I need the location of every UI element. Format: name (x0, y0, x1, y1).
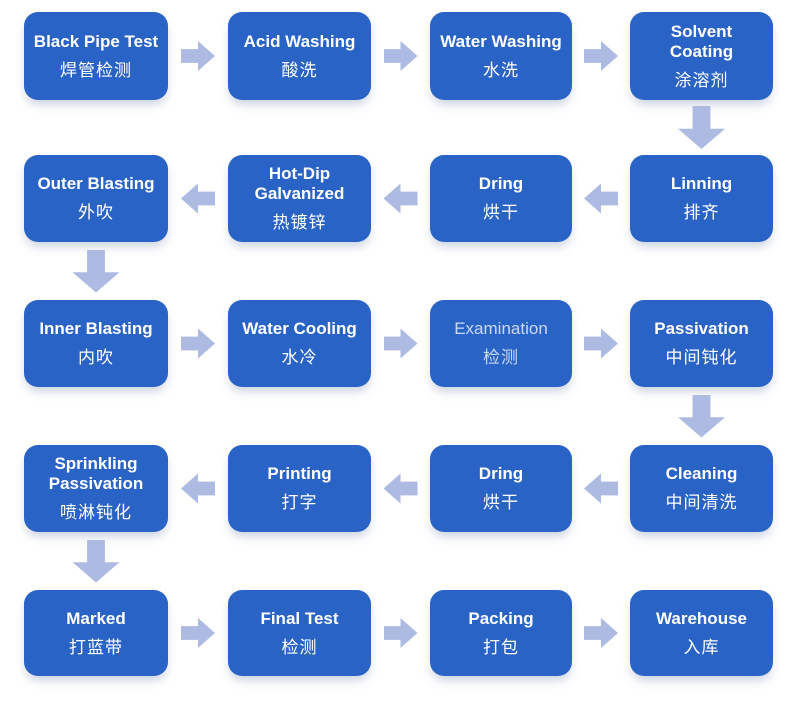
node-label-zh: 打包 (483, 637, 519, 657)
node-outer-blasting: Outer Blasting 外吹 (24, 155, 168, 242)
node-label-zh: 检测 (281, 637, 318, 657)
node-label-en: Hot-Dip Galvanized (254, 164, 345, 204)
node-label-zh: 入库 (683, 637, 720, 657)
node-label-zh: 水洗 (483, 60, 519, 80)
node-label-en: Warehouse (655, 608, 747, 628)
node-label-zh: 中间清洗 (665, 493, 738, 513)
arrow-right-icon (181, 328, 215, 359)
node-label-zh: 焊管检测 (60, 60, 132, 80)
node-linning: Linning 排齐 (630, 155, 773, 242)
node-water-cooling: Water Cooling 水冷 (228, 300, 371, 387)
node-label-en: Packing (468, 608, 534, 628)
arrow-right-icon (383, 328, 418, 359)
node-acid-washing: Acid Washing 酸洗 (228, 12, 371, 100)
node-water-washing: Water Washing 水洗 (430, 12, 572, 100)
arrow-right-icon (383, 41, 418, 71)
node-label-zh: 中间钝化 (665, 348, 738, 368)
node-label-en: Outer Blasting (37, 174, 155, 194)
node-label-zh: 排齐 (683, 203, 720, 223)
node-label-zh: 打蓝带 (69, 637, 123, 657)
node-label-zh: 检测 (483, 348, 519, 368)
node-label-en: Dring (478, 174, 524, 194)
flowchart-grid: Black Pipe Test 焊管检测 Acid Washing 酸洗 Wat… (24, 12, 773, 676)
node-label-en: Black Pipe Test (33, 31, 159, 51)
node-dring-1: Dring 烘干 (430, 155, 572, 242)
node-marked: Marked 打蓝带 (24, 590, 168, 676)
arrow-left-icon (584, 473, 618, 504)
node-label-en: Dring (478, 464, 524, 484)
arrow-left-icon (181, 183, 215, 214)
node-label-zh: 水冷 (281, 348, 318, 368)
arrow-right-icon (584, 41, 618, 71)
node-label-zh: 打字 (281, 493, 318, 513)
node-final-test: Final Test 检测 (228, 590, 371, 676)
node-label-en: Sprinkling Passivation (48, 454, 144, 494)
node-label-zh: 内吹 (78, 348, 114, 368)
node-label-en: Final Test (260, 608, 339, 628)
arrow-right-icon (181, 618, 215, 648)
arrow-right-icon (181, 41, 215, 71)
node-label-en: Acid Washing (243, 31, 356, 51)
arrow-right-icon (584, 618, 618, 648)
node-sprinkling-passivation: Sprinkling Passivation 喷淋钝化 (24, 445, 168, 532)
node-label-zh: 涂溶剂 (674, 70, 729, 90)
arrow-down-icon (678, 106, 725, 149)
node-label-en: Cleaning (665, 464, 738, 484)
arrow-left-icon (383, 183, 418, 214)
node-label-en: Linning (670, 174, 733, 194)
arrow-left-icon (584, 183, 618, 214)
node-label-en: Examination (454, 319, 548, 339)
node-printing: Printing 打字 (228, 445, 371, 532)
arrow-down-icon (72, 249, 120, 293)
node-label-en: Water Cooling (242, 319, 357, 339)
node-label-zh: 酸洗 (281, 60, 318, 80)
node-label-en: Solvent Coating (669, 21, 734, 61)
node-label-en: Inner Blasting (39, 319, 153, 339)
node-passivation: Passivation 中间钝化 (630, 300, 773, 387)
node-label-en: Printing (267, 464, 332, 484)
node-examination: Examination 检测 (430, 300, 572, 387)
node-warehouse: Warehouse 入库 (630, 590, 773, 676)
node-label-zh: 烘干 (483, 203, 519, 223)
node-label-zh: 烘干 (483, 493, 519, 513)
node-dring-2: Dring 烘干 (430, 445, 572, 532)
node-hot-dip-galvanized: Hot-Dip Galvanized 热镀锌 (228, 155, 371, 242)
node-solvent-coating: Solvent Coating 涂溶剂 (630, 12, 773, 100)
node-label-en: Marked (66, 608, 126, 628)
node-label-zh: 喷淋钝化 (60, 503, 132, 523)
node-label-en: Water Washing (440, 31, 562, 51)
arrow-right-icon (383, 618, 418, 648)
node-label-zh: 热镀锌 (272, 213, 327, 233)
node-inner-blasting: Inner Blasting 内吹 (24, 300, 168, 387)
arrow-right-icon (584, 328, 618, 359)
node-black-pipe-test: Black Pipe Test 焊管检测 (24, 12, 168, 100)
arrow-down-icon (678, 394, 725, 438)
arrow-left-icon (181, 473, 215, 504)
arrow-down-icon (72, 539, 120, 583)
arrow-left-icon (383, 473, 418, 504)
node-cleaning: Cleaning 中间清洗 (630, 445, 773, 532)
node-packing: Packing 打包 (430, 590, 572, 676)
node-label-en: Passivation (654, 319, 749, 339)
node-label-zh: 外吹 (78, 203, 114, 223)
